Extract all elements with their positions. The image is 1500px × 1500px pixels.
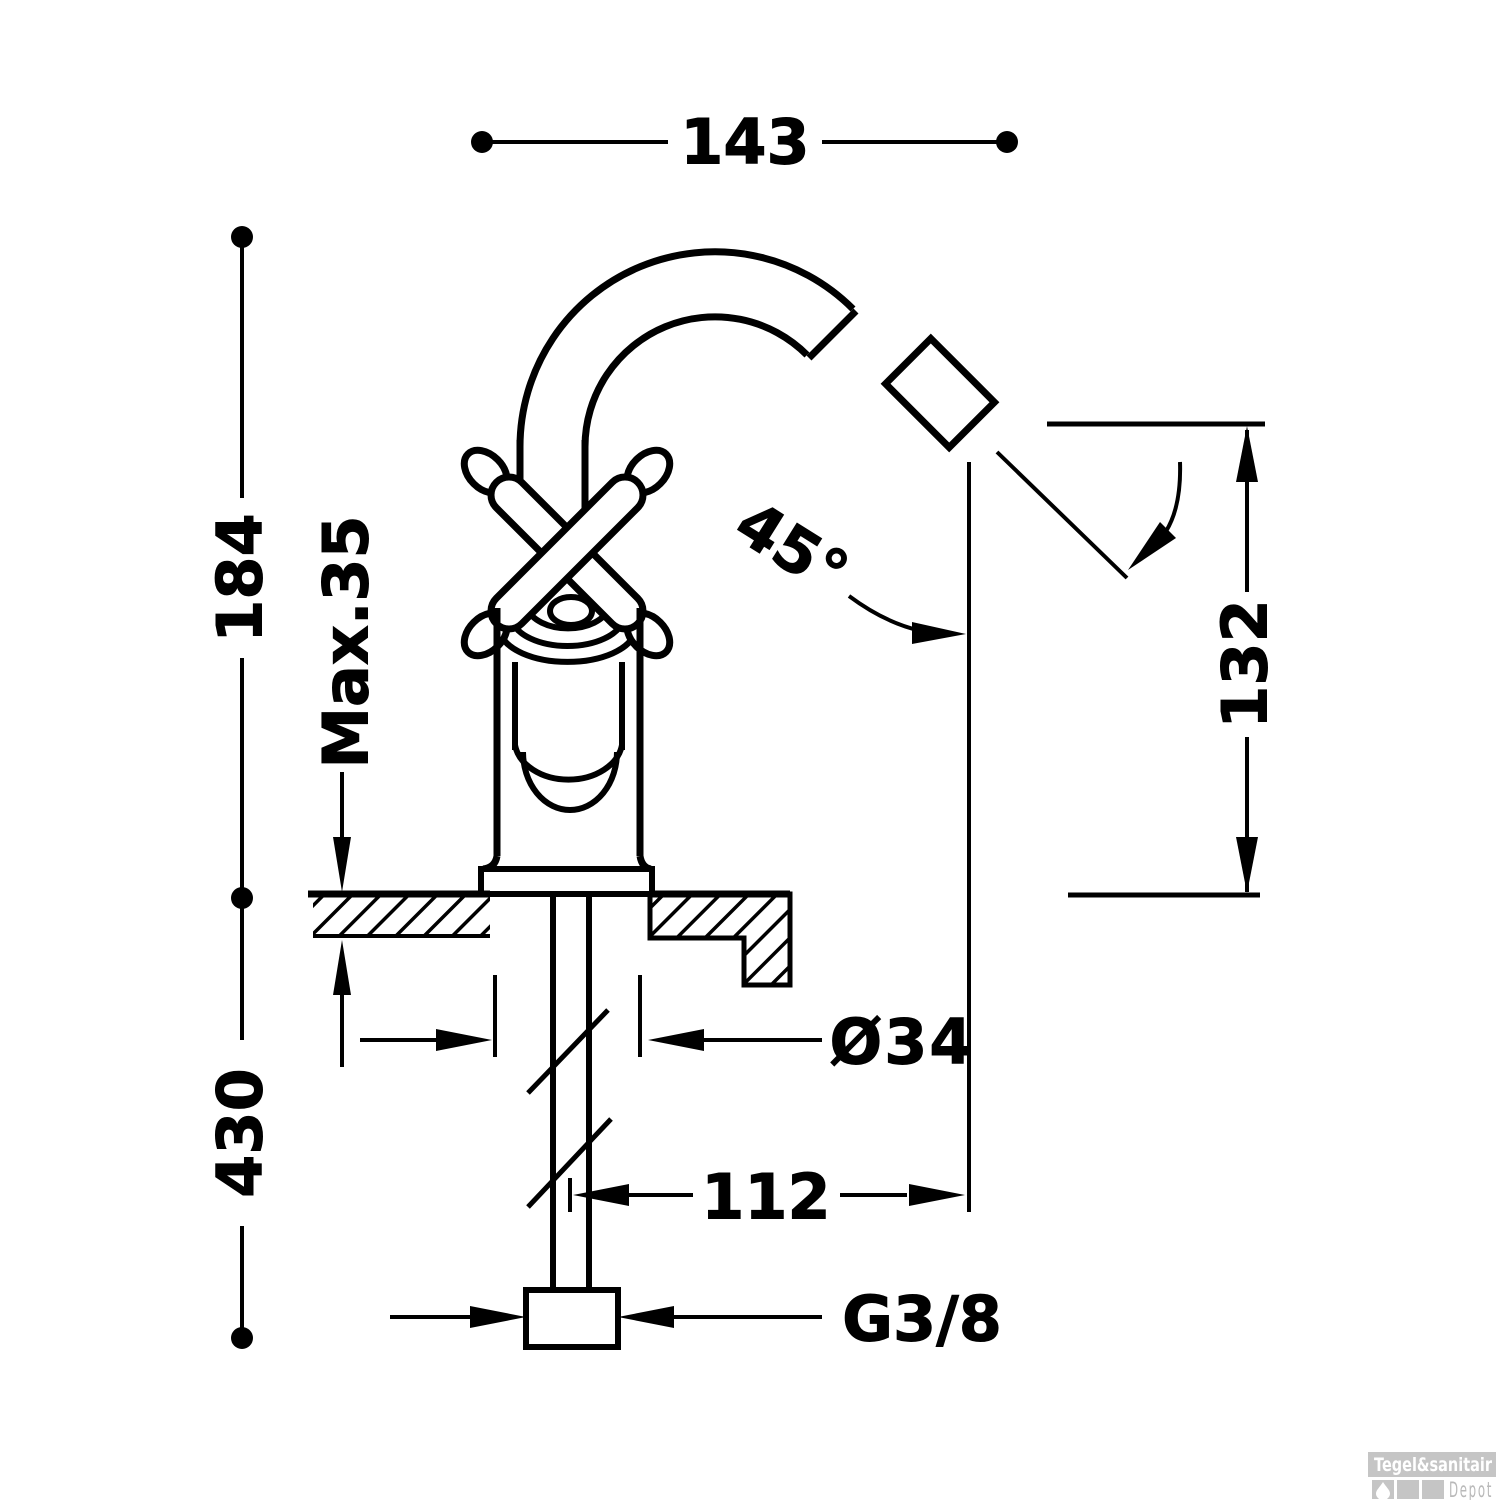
base-flange	[478, 866, 655, 897]
arrowhead-left	[648, 1029, 704, 1051]
outlet-nozzle	[880, 333, 1000, 453]
dim-max-deck-thickness: Max.35	[309, 515, 383, 1067]
dim-max-deck-thickness-label: Max.35	[310, 515, 383, 768]
water-drop-icon	[1376, 1482, 1390, 1500]
watermark-square	[1397, 1480, 1419, 1499]
faucet-body	[482, 608, 652, 873]
dim-outlet-height: 132	[1047, 421, 1282, 898]
dim-supply-thread: G3/8	[390, 1282, 1002, 1356]
arrowhead-right	[912, 622, 966, 644]
arrowhead-right	[436, 1029, 492, 1051]
arrowhead-down	[1236, 837, 1258, 893]
dim-height-above-deck: 184	[203, 226, 277, 909]
pipe-break-line	[526, 1008, 610, 1095]
spout-arc	[516, 248, 859, 535]
dim-height-above-deck-label: 184	[204, 513, 277, 642]
angle-reference-line	[995, 450, 1129, 580]
dim-spout-reach: 143	[471, 105, 1018, 179]
dimension-annotations: 143 184 430 Max.35	[203, 105, 1282, 1356]
arrowhead-right	[909, 1184, 965, 1206]
dim-outlet-height-label: 132	[1209, 599, 1282, 728]
dim-spout-angle-label: 45°	[723, 486, 861, 610]
spout-end-cap-line	[806, 308, 859, 361]
dim-height-below-deck: 430	[203, 898, 277, 1349]
thread-connector-block	[523, 1287, 621, 1350]
arrowhead-down-left	[1128, 522, 1176, 570]
dim-supply-thread-label: G3/8	[842, 1283, 1002, 1356]
dim-height-below-deck-label: 430	[204, 1068, 277, 1197]
watermark-depot-text: Depot	[1449, 1478, 1493, 1500]
arrowhead-left	[573, 1184, 629, 1206]
faucet-drawing	[308, 248, 1000, 1350]
countertop-section	[308, 890, 793, 988]
dim-spout-reach-label: 143	[680, 106, 809, 179]
dim-spout-angle: 45°	[722, 450, 1183, 1212]
dim-body-diameter: Ø34	[360, 975, 975, 1079]
arrowhead-up	[333, 940, 351, 995]
supply-pipe	[526, 894, 613, 1290]
arrowhead-up	[1236, 426, 1258, 482]
watermark-brand-bar	[1368, 1452, 1496, 1477]
watermark-brand-text: Tegel&sanitair	[1374, 1454, 1492, 1476]
pipe-break-line	[526, 1117, 613, 1209]
dim-outlet-offset-label: 112	[701, 1161, 830, 1234]
dim-outlet-offset: 112	[568, 1160, 965, 1234]
watermark-square	[1422, 1480, 1444, 1499]
arrowhead-right	[470, 1306, 526, 1328]
inner-sleeve	[512, 662, 625, 813]
arrowhead-down	[333, 837, 351, 892]
watermark: Tegel&sanitair Depot	[1368, 1452, 1496, 1500]
arrowhead-left	[618, 1306, 674, 1328]
dim-body-diameter-label: Ø34	[830, 1006, 975, 1079]
countertop-right-step	[647, 891, 793, 988]
